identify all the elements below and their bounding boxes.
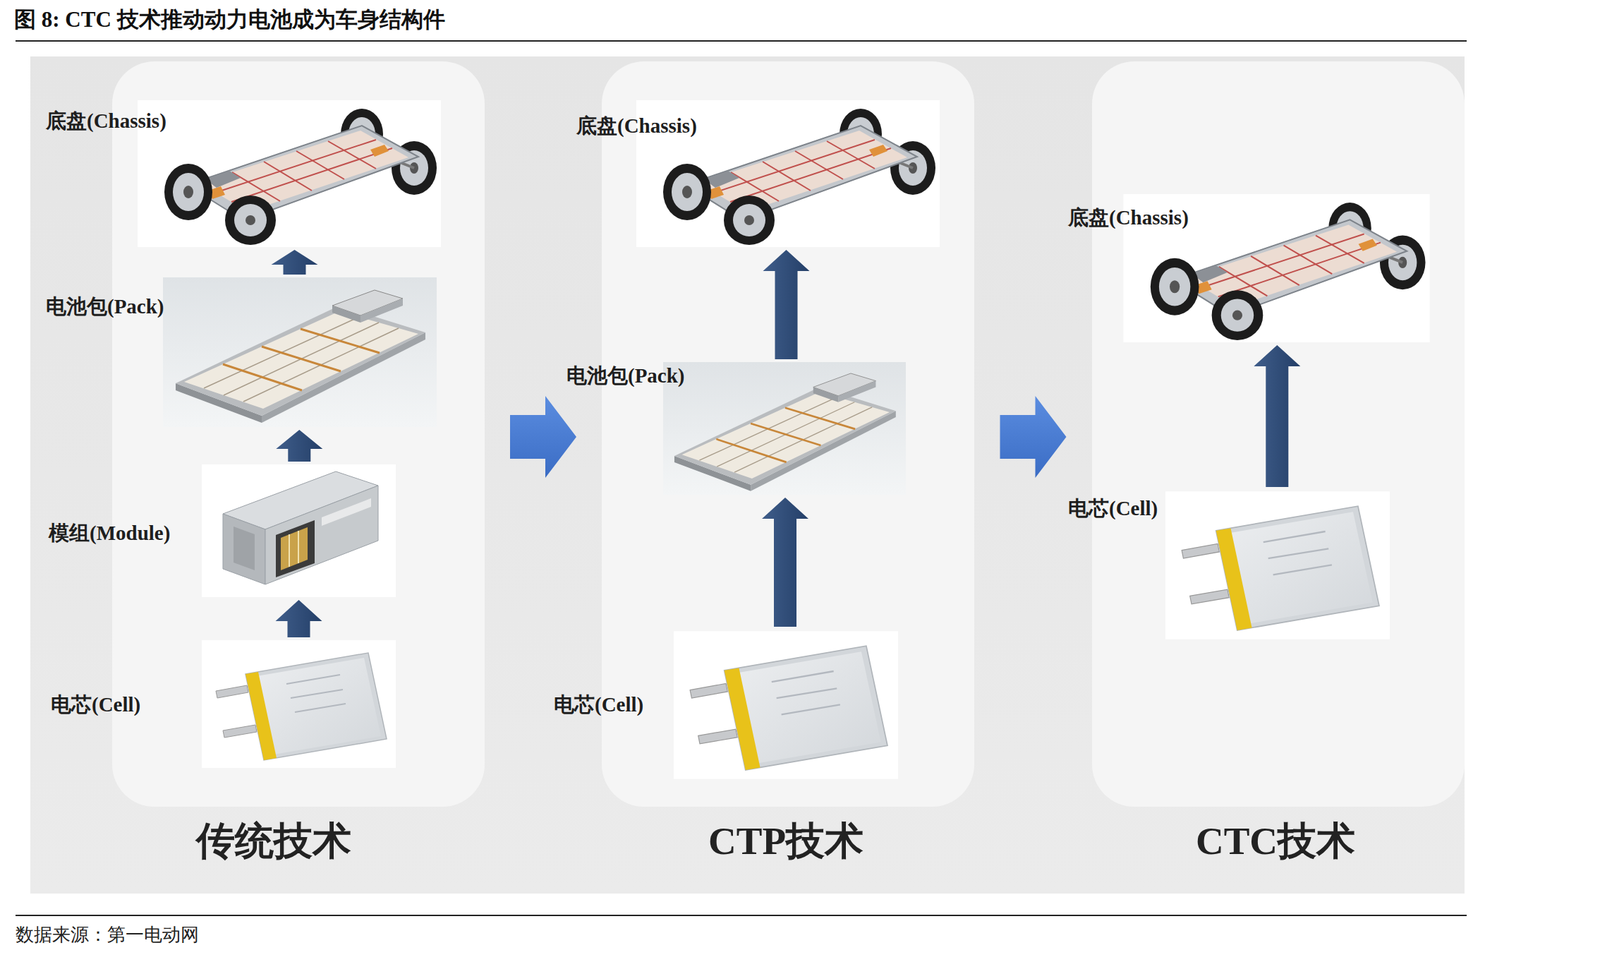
source-note: 数据来源：第一电动网: [15, 922, 199, 947]
stage-label: CTC技术: [1195, 817, 1356, 865]
stage-column: CTC技术底盘(Chassis)电芯(Cell): [1092, 61, 1465, 807]
component-image: 模组(Module): [201, 464, 396, 597]
component-image: 底盘(Chassis): [1122, 194, 1431, 343]
stage-label: 传统技术: [196, 817, 352, 865]
component-label: 底盘(Chassis): [45, 109, 167, 133]
figure-title-holder: 图 8: CTC 技术推动动力电池成为车身结构件: [14, 5, 446, 34]
flow-arrow: [1000, 395, 1067, 478]
component-image: 电芯(Cell): [673, 629, 899, 781]
component-image: 底盘(Chassis): [634, 100, 942, 247]
component-label: 电池包(Pack): [566, 364, 686, 388]
figure-title: 图 8: CTC 技术推动动力电池成为车身结构件: [14, 5, 446, 34]
component-label: 电芯(Cell): [553, 692, 644, 717]
component-label: 电芯(Cell): [50, 692, 141, 717]
component-image: 电池包(Pack): [663, 361, 906, 495]
stage-column: CTP技术底盘(Chassis)电池包(Pack)电芯(Cell): [601, 61, 975, 807]
component-image: 电池包(Pack): [162, 277, 437, 427]
title-rule: [15, 40, 1467, 42]
component-label: 底盘(Chassis): [576, 114, 698, 138]
flow-arrow: [510, 395, 577, 478]
component-label: 电芯(Cell): [1068, 496, 1158, 520]
source-note-holder: 数据来源：第一电动网: [15, 922, 199, 947]
component-image: 底盘(Chassis): [137, 100, 441, 247]
component-label: 电池包(Pack): [45, 294, 165, 319]
source-rule: [15, 914, 1467, 916]
stage-label: CTP技术: [708, 817, 864, 865]
component-label: 模组(Module): [48, 521, 171, 545]
component-image: 电芯(Cell): [1165, 489, 1390, 641]
component-image: 电芯(Cell): [201, 639, 396, 768]
stage-column: 传统技术底盘(Chassis)电池包(Pack)模组(Module)电芯(Cel…: [112, 61, 485, 807]
component-label: 底盘(Chassis): [1068, 205, 1189, 230]
